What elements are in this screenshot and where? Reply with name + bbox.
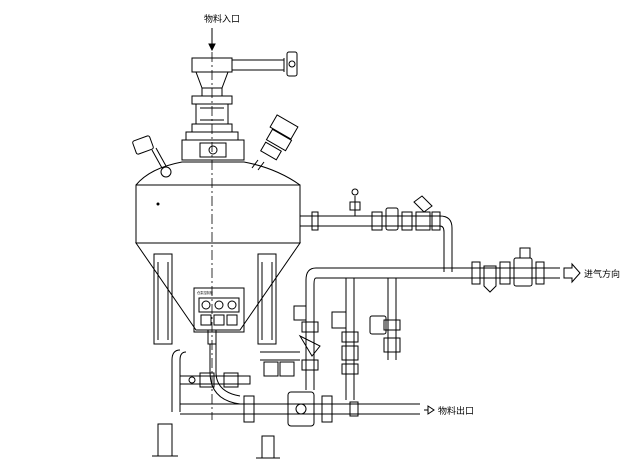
control-panel: 仓泵控制柜 (193, 287, 245, 333)
outlet-gate-valve (287, 391, 315, 427)
handwheel-hub (288, 60, 296, 68)
inlet-valve-assembly (181, 28, 298, 161)
air-piping-main (305, 247, 581, 300)
panel-title: 仓泵控制柜 (197, 290, 214, 295)
top-cover-plate (181, 139, 245, 161)
support-legs (152, 253, 280, 459)
outlet-elbow-inner (209, 344, 241, 405)
left-support-bracket (153, 253, 173, 345)
outlet-direction-arrow (427, 405, 435, 415)
vessel-cylinder (135, 184, 301, 244)
right-foot (261, 435, 275, 459)
upper-ball-valve (385, 207, 399, 231)
air-inlet-label: 进气方向 (584, 268, 620, 280)
right-support-bracket (257, 253, 277, 345)
actuator-arm (231, 59, 285, 71)
inlet-arrow-head (208, 43, 216, 52)
left-pressure-gauge (132, 135, 172, 178)
pressure-vessel (135, 52, 301, 420)
air-piping-drops (260, 278, 401, 400)
right-safety-valve (251, 114, 299, 171)
air-piping-upper (300, 188, 453, 272)
bottom-outlet (171, 329, 435, 427)
vessel-dome (135, 161, 301, 186)
top-valve-box (199, 142, 227, 158)
inlet-check-valve (513, 257, 533, 287)
inlet-strainer (483, 265, 497, 293)
material-outlet-label: 物料出口 (438, 405, 474, 417)
flow-bar (179, 375, 251, 385)
material-inlet-label: 物料入口 (204, 13, 240, 25)
vessel-cone (135, 242, 301, 331)
panel-button-1 (201, 300, 211, 310)
panel-button-3 (227, 300, 237, 310)
handwheel (286, 51, 298, 77)
panel-button-2 (214, 300, 224, 310)
control-panel-box (193, 287, 245, 333)
air-direction-arrow (563, 262, 581, 284)
left-foot (157, 423, 173, 457)
